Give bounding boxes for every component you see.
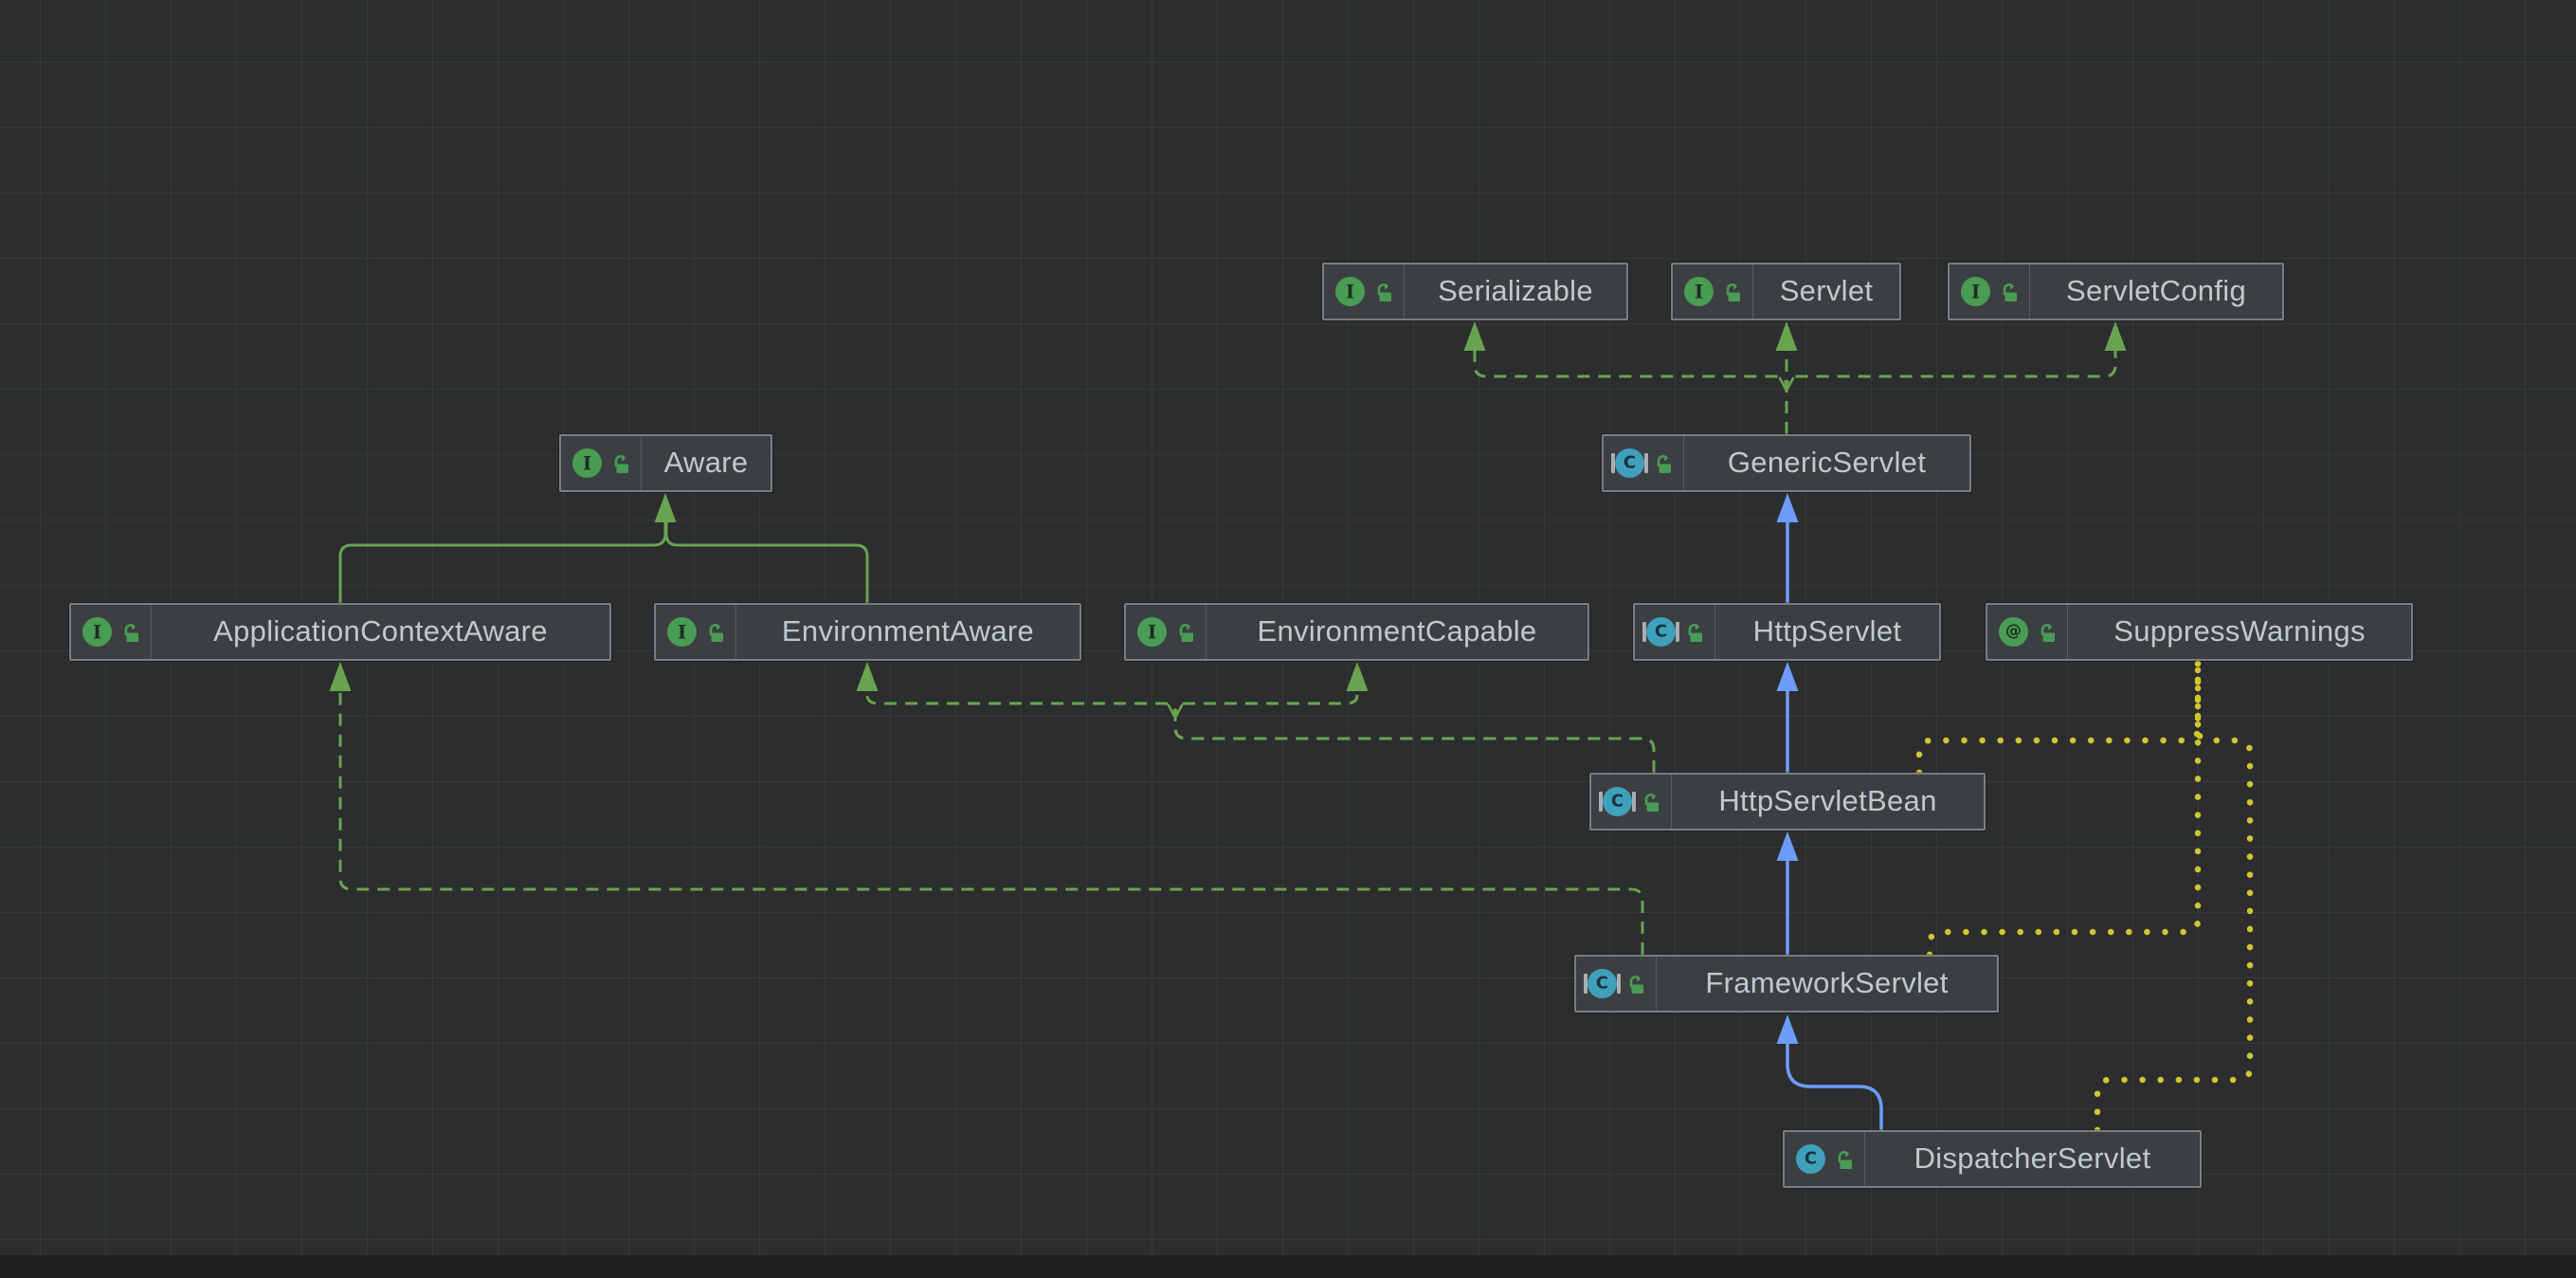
node-icons: C (1604, 436, 1684, 490)
node-icons: I (71, 605, 152, 659)
node-icons: I (1126, 605, 1206, 659)
class-node-suppress-warnings[interactable]: @ SuppressWarnings (1986, 603, 2413, 661)
public-unlocked-icon (614, 454, 628, 473)
edge-merge-mark (1167, 703, 1184, 721)
public-unlocked-icon (1688, 623, 1702, 642)
edge-merge-mark (1778, 376, 1795, 393)
interface-icon: I (572, 448, 602, 478)
node-label: Aware (663, 446, 749, 480)
public-unlocked-icon (2003, 283, 2017, 301)
abstract-class-icon: C (1642, 617, 1679, 647)
class-node-servlet[interactable]: I Servlet (1671, 263, 1901, 320)
node-icons: I (656, 605, 736, 659)
edge-dispatcher-servlet-extends-framework-servlet[interactable] (1776, 1014, 1883, 1130)
class-node-environment-capable[interactable]: I EnvironmentCapable (1124, 603, 1589, 661)
node-label: Serializable (1438, 274, 1593, 308)
public-unlocked-icon (1657, 454, 1671, 473)
edge-application-context-aware-extends-aware[interactable] (338, 493, 677, 603)
node-label: FrameworkServlet (1705, 966, 1949, 1000)
edge-environment-aware-extends-aware[interactable] (664, 521, 869, 603)
public-unlocked-icon (1629, 975, 1643, 994)
class-node-dispatcher-servlet[interactable]: C DispatcherServlet (1783, 1130, 2202, 1188)
node-label: ServletConfig (2066, 274, 2246, 308)
edge-dispatcher-servlet-annotated-suppress-warnings[interactable] (2094, 658, 2254, 1134)
edge-http-servlet-bean-annotated-suppress-warnings[interactable] (1915, 658, 2202, 776)
node-label: GenericServlet (1727, 446, 1927, 480)
edge-http-servlet-bean-implements-environment-capable[interactable] (1173, 662, 1656, 773)
node-icons: I (1950, 265, 2030, 319)
interface-icon: I (1684, 277, 1714, 306)
public-unlocked-icon (1644, 793, 1659, 812)
interface-icon: I (1961, 277, 1990, 306)
node-icons: C (1635, 605, 1715, 659)
node-label: EnvironmentAware (781, 614, 1035, 648)
annotation-icon: @ (1999, 617, 2028, 647)
class-node-framework-servlet[interactable]: C FrameworkServlet (1574, 955, 1999, 1013)
edge-generic-servlet-implements-servlet-config[interactable] (1785, 321, 2127, 434)
node-icons: C (1576, 957, 1657, 1011)
public-unlocked-icon (1179, 623, 1193, 642)
abstract-class-icon: C (1584, 969, 1621, 998)
class-node-generic-servlet[interactable]: C GenericServlet (1602, 434, 1971, 492)
interface-icon: I (82, 617, 112, 647)
class-node-application-context-aware[interactable]: I ApplicationContextAware (69, 603, 611, 661)
node-icons: I (561, 436, 642, 490)
node-label: EnvironmentCapable (1257, 614, 1537, 648)
edge-http-servlet-extends-generic-servlet[interactable] (1776, 493, 1799, 603)
node-icons: C (1591, 775, 1672, 829)
class-node-http-servlet-bean[interactable]: C HttpServletBean (1589, 773, 1986, 831)
node-icons: C (1785, 1132, 1865, 1186)
interface-icon: I (1137, 617, 1167, 647)
class-node-aware[interactable]: I Aware (559, 434, 772, 492)
abstract-class-icon: C (1611, 448, 1648, 478)
edge-generic-servlet-implements-serializable[interactable] (1463, 321, 1788, 434)
public-unlocked-icon (1377, 283, 1391, 301)
edge-http-servlet-bean-implements-environment-aware[interactable] (856, 662, 1656, 773)
class-node-environment-aware[interactable]: I EnvironmentAware (654, 603, 1081, 661)
edge-framework-servlet-implements-application-context-aware[interactable] (329, 662, 1644, 955)
edge-http-servlet-bean-extends-http-servlet[interactable] (1776, 662, 1799, 773)
class-node-http-servlet[interactable]: C HttpServlet (1633, 603, 1941, 661)
node-label: DispatcherServlet (1914, 1141, 2151, 1176)
abstract-class-icon: C (1599, 787, 1636, 816)
node-label: SuppressWarnings (2113, 614, 2366, 648)
node-label: ApplicationContextAware (213, 614, 548, 648)
interface-icon: I (667, 617, 697, 647)
edge-framework-servlet-annotated-suppress-warnings[interactable] (1926, 658, 2202, 958)
public-unlocked-icon (709, 623, 723, 642)
public-unlocked-icon (1726, 283, 1740, 301)
node-label: HttpServletBean (1718, 784, 1937, 818)
public-unlocked-icon (124, 623, 138, 642)
public-unlocked-icon (1838, 1150, 1852, 1169)
class-icon: C (1796, 1144, 1825, 1174)
public-unlocked-icon (2041, 623, 2055, 642)
class-node-serializable[interactable]: I Serializable (1322, 263, 1628, 320)
interface-icon: I (1335, 277, 1365, 306)
node-icons: I (1673, 265, 1753, 319)
class-node-servlet-config[interactable]: I ServletConfig (1948, 263, 2284, 320)
node-icons: I (1324, 265, 1405, 319)
node-icons: @ (1987, 605, 2068, 659)
node-label: HttpServlet (1752, 614, 1902, 648)
canvas-bottom-edge (0, 1255, 2576, 1278)
node-label: Servlet (1779, 274, 1874, 308)
edge-framework-servlet-extends-http-servlet-bean[interactable] (1776, 831, 1799, 955)
